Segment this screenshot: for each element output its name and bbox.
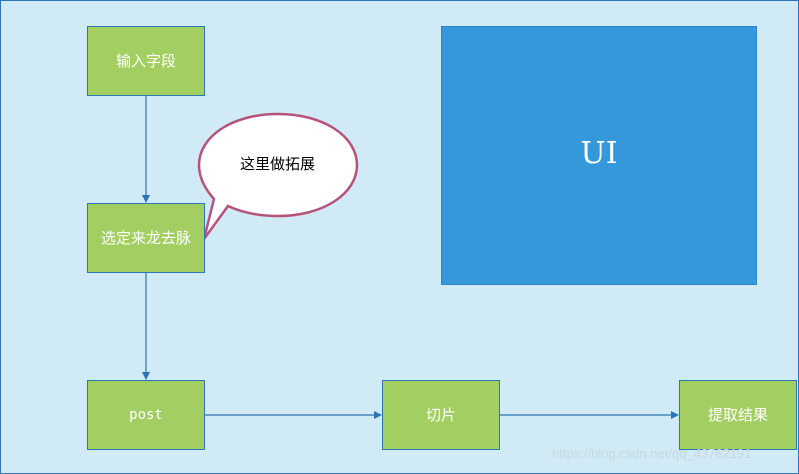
node-input-field-label: 输入字段 (115, 52, 176, 70)
node-post: post (87, 380, 205, 450)
callout-text: 这里做拓展 (239, 155, 315, 173)
ui-panel-label: UI (580, 136, 618, 171)
callout-bubble (197, 112, 359, 240)
node-input-field: 输入字段 (87, 26, 205, 96)
node-slice-label: 切片 (425, 406, 456, 424)
ui-panel: UI (441, 26, 757, 285)
node-select-context: 选定来龙去脉 (87, 203, 205, 273)
node-extract-result: 提取结果 (679, 380, 797, 450)
node-post-label: post (129, 407, 163, 423)
node-select-context-label: 选定来龙去脉 (100, 229, 191, 247)
node-slice: 切片 (382, 380, 500, 450)
watermark-text: https://blog.csdn.net/qq_43762191 (552, 446, 752, 461)
node-extract-result-label: 提取结果 (707, 406, 768, 424)
